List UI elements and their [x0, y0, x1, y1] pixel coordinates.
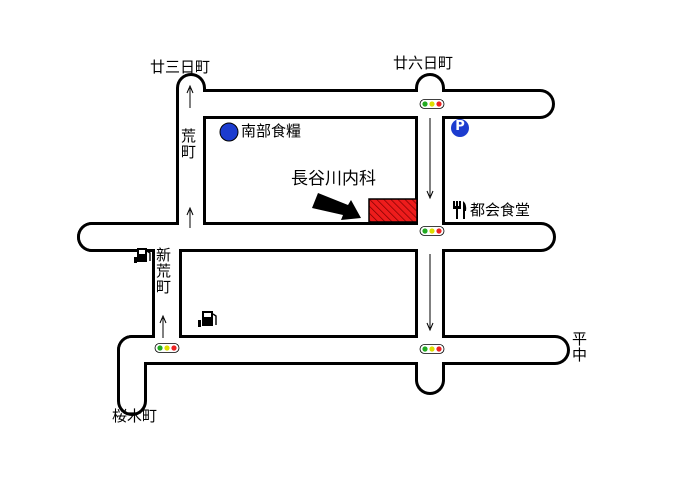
label-nijusanichi: 廿三日町	[150, 58, 211, 76]
arrow-down-icon	[426, 118, 434, 200]
arrow-up-icon	[186, 84, 194, 108]
label-clinic: 長谷川内科	[291, 169, 376, 189]
arrow-down-icon	[426, 254, 434, 332]
gas-pump-icon	[134, 248, 151, 263]
label-sakuragicho: 桜木町	[112, 407, 158, 425]
traffic-signal-icon	[154, 343, 180, 353]
label-restaurant: 都会食堂	[470, 201, 531, 219]
parking-letter: P	[455, 119, 465, 134]
label-aramachi: 荒町	[179, 128, 197, 160]
label-heichu: 平中	[570, 331, 588, 363]
label-shinaramachi: 新荒町	[154, 247, 172, 295]
label-nijurokunichi: 廿六日町	[393, 54, 454, 72]
nanbu-location-dot	[219, 122, 239, 142]
arrow-up-icon	[186, 206, 194, 228]
pointer-arrow-icon	[312, 193, 361, 220]
traffic-signal-icon	[419, 99, 445, 109]
label-nanbu: 南部食糧	[241, 122, 302, 140]
parking-icon	[451, 119, 469, 137]
roads-fill	[80, 76, 567, 413]
fork-knife-icon	[453, 201, 467, 219]
traffic-signal-icon	[419, 344, 445, 354]
clinic-building	[368, 198, 418, 223]
direction-arrows	[159, 84, 434, 338]
traffic-signal-icon	[419, 226, 445, 236]
arrow-up-icon	[159, 314, 167, 338]
gas-pump-icon	[198, 311, 217, 327]
